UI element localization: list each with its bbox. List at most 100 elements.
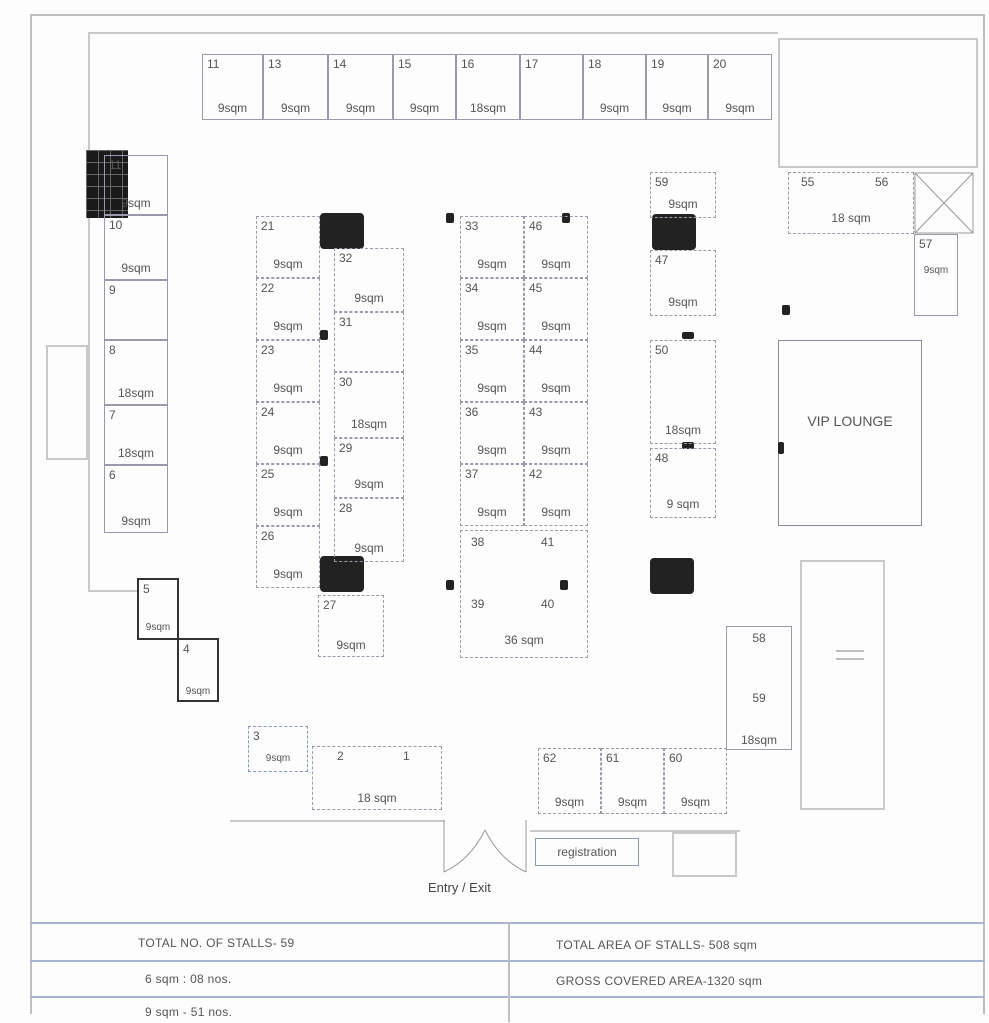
stall-number: 26 xyxy=(261,529,275,543)
stall-area: 9sqm xyxy=(541,381,571,395)
stall-number: 21 xyxy=(261,219,275,233)
stall-number: 19 xyxy=(651,57,665,71)
stall[interactable]: 13 9sqm xyxy=(263,54,328,120)
stall[interactable]: 21 9sqm xyxy=(256,216,320,278)
stall-area: 18sqm xyxy=(740,733,778,747)
stall[interactable]: 60 9sqm xyxy=(664,748,727,814)
right-border-line xyxy=(983,14,985,1014)
stall-number: 36 xyxy=(465,405,479,419)
stall[interactable]: 17 xyxy=(520,54,583,120)
stall-number: 34 xyxy=(465,281,479,295)
stall-area: 9sqm xyxy=(273,257,303,271)
annex-right-top xyxy=(778,38,978,168)
stall-number: 24 xyxy=(261,405,275,419)
stall-area: 9sqm xyxy=(273,505,303,519)
stall-area: 9sqm xyxy=(477,505,507,519)
marker-dot xyxy=(682,442,694,449)
stall-area: 9sqm xyxy=(280,101,311,115)
footer-divider xyxy=(508,922,510,1022)
marker-dot xyxy=(778,442,784,454)
stall-38-41-block[interactable]: 38 41 39 40 36 sqm xyxy=(460,530,588,658)
stall-area: 9sqm xyxy=(725,101,755,115)
stall[interactable]: 31 xyxy=(334,312,404,372)
stall-number: 35 xyxy=(465,343,479,357)
stall-number: 25 xyxy=(261,467,275,481)
stall-number: 60 xyxy=(669,751,683,765)
stall-area: 18sqm xyxy=(469,101,507,115)
marker-dot xyxy=(782,305,790,315)
stall-area: 9sqm xyxy=(273,319,303,333)
stall-2-1[interactable]: 2 1 18 sqm xyxy=(312,746,442,810)
stall-number: 16 xyxy=(461,57,475,71)
stall-area: 9sqm xyxy=(336,638,366,652)
stall[interactable]: 16 18sqm xyxy=(456,54,520,120)
stall-4[interactable]: 4 9sqm xyxy=(177,638,219,702)
stall[interactable]: 9 xyxy=(104,280,168,340)
stall-number-38: 38 xyxy=(471,535,485,549)
stall-55-56[interactable]: 55 56 18 sqm xyxy=(788,172,914,234)
stall-5[interactable]: 5 9sqm xyxy=(137,578,179,640)
stall-number: 30 xyxy=(339,375,353,389)
registration-label: registration xyxy=(557,845,617,859)
stall-area: 18sqm xyxy=(664,423,702,437)
stall-area: 9sqm xyxy=(541,443,571,457)
stall-3[interactable]: 3 9sqm xyxy=(248,726,308,772)
stall[interactable]: 25 9sqm xyxy=(256,464,320,526)
footer-line xyxy=(30,996,985,998)
vip-lounge[interactable]: VIP LOUNGE xyxy=(778,340,922,526)
stall-27[interactable]: 27 9sqm xyxy=(318,595,384,657)
stall-area: 9sqm xyxy=(121,196,151,210)
stall[interactable]: 22 9sqm xyxy=(256,278,320,340)
stall-area: 9sqm xyxy=(668,295,698,309)
stall-area: 9sqm xyxy=(680,795,711,809)
marker-dot xyxy=(320,330,328,340)
total-area-text: TOTAL AREA OF STALLS- 508 sqm xyxy=(556,938,757,952)
stall-number-59: 59 xyxy=(752,691,766,705)
stall-58-59[interactable]: 58 59 18sqm xyxy=(726,626,792,750)
registration-desk[interactable]: registration xyxy=(535,838,639,866)
wall-entry-right xyxy=(530,830,740,834)
stall[interactable]: 37 9sqm xyxy=(460,464,524,526)
stall-number: 32 xyxy=(339,251,353,265)
stall-57[interactable]: 57 9sqm xyxy=(914,234,958,316)
stall-number: 33 xyxy=(465,219,479,233)
small-box-bottom xyxy=(672,832,737,877)
stall-number: 13 xyxy=(268,57,282,71)
marker-dot xyxy=(682,332,694,339)
stall-number: 37 xyxy=(465,467,479,481)
stall-number: 22 xyxy=(261,281,275,295)
